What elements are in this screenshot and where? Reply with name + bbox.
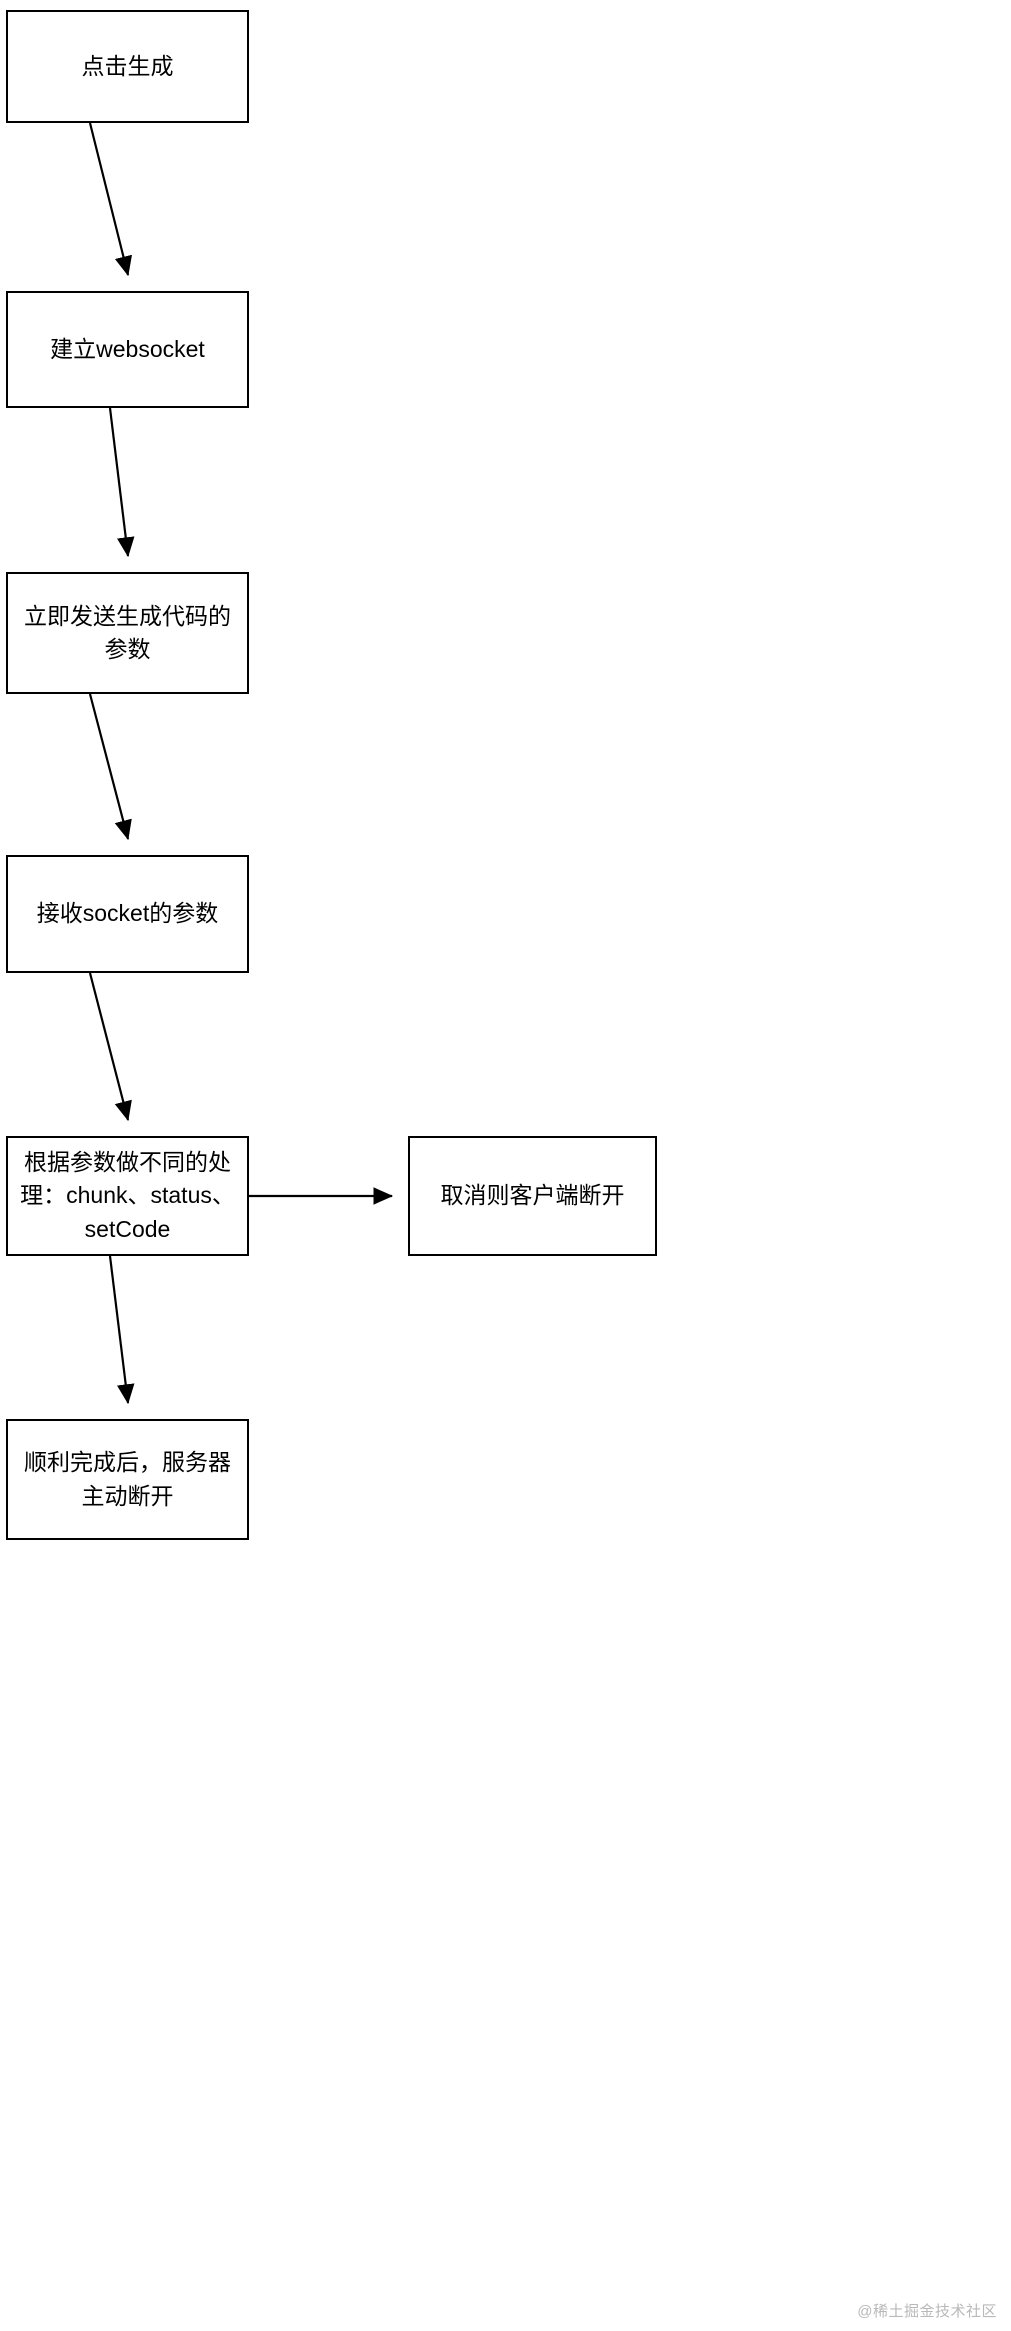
- node-click-generate: 点击生成: [6, 10, 249, 123]
- node-handle-by-params: 根据参数做不同的处 理：chunk、status、 setCode: [6, 1136, 249, 1256]
- node-receive-socket-params: 接收socket的参数: [6, 855, 249, 973]
- edge-n1-n2: [88, 122, 133, 277]
- node-send-generate-params: 立即发送生成代码的 参数: [6, 572, 249, 694]
- node-establish-websocket: 建立websocket: [6, 291, 249, 408]
- edge-n4-n5: [88, 972, 132, 1122]
- node-server-disconnect-on-finish: 顺利完成后，服务器 主动断开: [6, 1419, 249, 1540]
- edge-n2-n3: [108, 407, 135, 558]
- node-cancel-client-disconnect: 取消则客户端断开: [408, 1136, 657, 1256]
- watermark: @稀土掘金技术社区: [857, 2303, 997, 2320]
- edge-n5-n7: [108, 1255, 135, 1405]
- edge-n3-n4: [88, 693, 132, 841]
